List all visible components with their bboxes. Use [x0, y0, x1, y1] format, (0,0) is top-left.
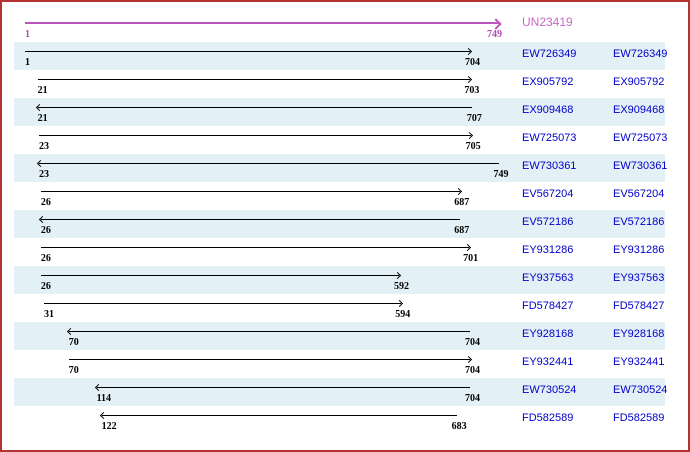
read-start-coordinate: 26: [40, 225, 51, 236]
read-accession-link-primary[interactable]: EW726349: [522, 48, 577, 60]
read-row: 70 704 EY928168 EY928168: [2, 322, 688, 350]
read-accession-link-secondary[interactable]: EW730524: [613, 384, 668, 396]
read-row: 21 707 EX909468 EX909468: [2, 98, 688, 126]
arrowhead-icon: [490, 18, 502, 30]
read-row: 21 703 EX905792 EX905792: [2, 70, 688, 98]
read-start-coordinate: 26: [40, 281, 51, 292]
read-accession-link-secondary[interactable]: EV567204: [613, 188, 665, 200]
read-start-coordinate: 70: [68, 365, 79, 376]
row-band: [14, 378, 665, 406]
read-arrow: [40, 271, 402, 280]
read-accession-link-secondary[interactable]: EX905792: [613, 76, 665, 88]
read-start-coordinate: 70: [68, 337, 79, 348]
read-accession-link-primary[interactable]: EW725073: [522, 132, 577, 144]
read-accession-link-primary[interactable]: EY937563: [522, 272, 574, 284]
consensus-end-coordinate: 749: [487, 29, 502, 40]
read-accession-link-primary[interactable]: EW730361: [522, 160, 577, 172]
read-arrow: [66, 327, 471, 336]
read-accession-link-secondary[interactable]: EW730361: [613, 160, 668, 172]
read-end-coordinate: 707: [466, 113, 482, 124]
read-end-coordinate: 683: [451, 421, 467, 432]
read-start-coordinate: 23: [38, 141, 49, 152]
read-arrow: [38, 215, 460, 224]
read-end-coordinate: 594: [395, 309, 411, 320]
read-end-coordinate: 687: [454, 225, 470, 236]
read-start-coordinate: 31: [44, 309, 54, 320]
read-end-coordinate: 687: [454, 197, 470, 208]
read-row: 1 704 EW726349 EW726349: [2, 42, 688, 70]
read-row: 26 687 EV567204 EV567204: [2, 182, 688, 210]
read-accession-link-secondary[interactable]: EV572186: [613, 216, 665, 228]
read-end-coordinate: 704: [464, 57, 480, 68]
row-band: [14, 154, 665, 182]
read-row: 31 594 FD578427 FD578427: [2, 294, 688, 322]
read-accession-link-secondary[interactable]: EY932441: [613, 356, 665, 368]
read-row: 122 683 FD582589 FD582589: [2, 406, 688, 434]
read-arrow: [25, 47, 473, 56]
read-accession-link-secondary[interactable]: FD578427: [613, 300, 665, 312]
read-accession-link-primary[interactable]: EY928168: [522, 328, 574, 340]
read-end-coordinate: 592: [394, 281, 409, 292]
read-row: 26 701 EY931286 EY931286: [2, 238, 688, 266]
read-end-coordinate: 705: [465, 141, 481, 152]
read-start-coordinate: 21: [37, 85, 48, 96]
read-row: 23 749 EW730361 EW730361: [2, 154, 688, 182]
read-start-coordinate: 114: [96, 393, 112, 404]
read-arrow: [40, 187, 462, 196]
read-accession-link-secondary[interactable]: EW726349: [613, 48, 668, 60]
consensus-start-coordinate: 1: [25, 29, 30, 40]
read-start-coordinate: 21: [37, 113, 48, 124]
read-arrow: [36, 159, 499, 168]
read-accession-link-primary[interactable]: EV567204: [522, 188, 574, 200]
read-accession-link-primary[interactable]: FD578427: [522, 300, 574, 312]
consensus-row: 1 749 UN23419: [2, 2, 688, 42]
read-end-coordinate: 749: [493, 169, 509, 180]
read-start-coordinate: 23: [38, 169, 49, 180]
consensus-arrow: [25, 18, 502, 30]
read-start-coordinate: 1: [25, 57, 30, 68]
read-arrow: [37, 75, 472, 84]
row-band: [14, 98, 665, 126]
read-end-coordinate: 704: [464, 365, 480, 376]
read-accession-link-secondary[interactable]: EW725073: [613, 132, 668, 144]
read-row: 26 592 EY937563 EY937563: [2, 266, 688, 294]
read-arrow: [44, 299, 403, 308]
read-accession-link-primary[interactable]: EX905792: [522, 76, 574, 88]
read-accession-link-primary[interactable]: EX909468: [522, 104, 574, 116]
row-band: [14, 266, 665, 294]
read-row: 23 705 EW725073 EW725073: [2, 126, 688, 154]
read-arrow: [38, 131, 474, 140]
read-end-coordinate: 703: [464, 85, 480, 96]
read-arrow: [68, 355, 473, 364]
read-accession-link-secondary[interactable]: EY931286: [613, 244, 665, 256]
read-arrow: [35, 103, 473, 112]
read-arrow: [99, 411, 458, 420]
read-accession-link-primary[interactable]: EV572186: [522, 216, 574, 228]
read-accession-link-primary[interactable]: EW730524: [522, 384, 577, 396]
row-band: [14, 42, 665, 70]
read-start-coordinate: 26: [40, 253, 51, 264]
row-band: [14, 210, 665, 238]
read-accession-link-primary[interactable]: EY931286: [522, 244, 574, 256]
read-end-coordinate: 704: [464, 337, 480, 348]
read-accession-link-secondary[interactable]: EY928168: [613, 328, 665, 340]
read-arrow: [40, 243, 471, 252]
read-accession-link-primary[interactable]: EY932441: [522, 356, 574, 368]
read-accession-link-secondary[interactable]: EY937563: [613, 272, 665, 284]
read-row: 70 704 EY932441 EY932441: [2, 350, 688, 378]
read-accession-link-secondary[interactable]: EX909468: [613, 104, 665, 116]
read-row: 114 704 EW730524 EW730524: [2, 378, 688, 406]
row-band: [14, 322, 665, 350]
read-start-coordinate: 26: [40, 197, 51, 208]
read-accession-link-primary[interactable]: FD582589: [522, 412, 574, 424]
consensus-name-link[interactable]: UN23419: [522, 15, 573, 29]
read-accession-link-secondary[interactable]: FD582589: [613, 412, 665, 424]
read-end-coordinate: 704: [464, 393, 480, 404]
read-start-coordinate: 122: [101, 421, 117, 432]
read-end-coordinate: 701: [463, 253, 479, 264]
read-arrow: [94, 383, 471, 392]
read-row: 26 687 EV572186 EV572186: [2, 210, 688, 238]
